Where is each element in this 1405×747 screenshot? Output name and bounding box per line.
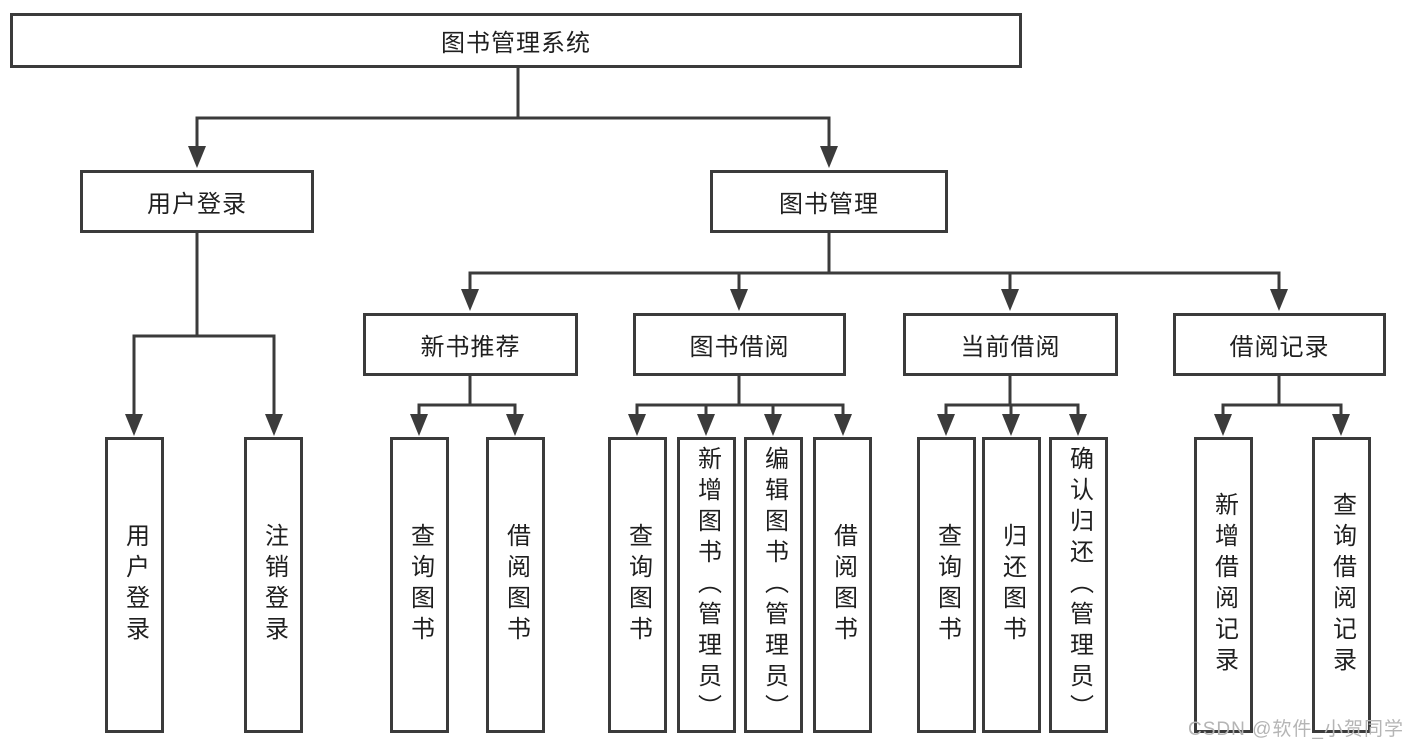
leaf-logout: 注销登录 (244, 437, 303, 733)
leaf-label: 查询图书 (933, 523, 961, 647)
leaf-add-book-admin: 新增图书（管理员） (677, 437, 736, 733)
node-library-management-system: 图书管理系统 (10, 13, 1022, 68)
leaf-label: 借阅图书 (502, 523, 530, 647)
leaf-query-books-borrowing: 查询图书 (608, 437, 667, 733)
leaf-label: 确认归还（管理员） (1065, 445, 1093, 725)
leaf-borrow-books-borrowing: 借阅图书 (813, 437, 872, 733)
node-label: 图书借阅 (689, 334, 790, 361)
node-book-borrowing: 图书借阅 (633, 313, 846, 376)
node-user-login: 用户登录 (80, 170, 314, 233)
leaf-label: 借阅图书 (829, 523, 857, 647)
leaf-label: 新增借阅记录 (1210, 492, 1238, 678)
leaf-label: 查询图书 (624, 523, 652, 647)
leaf-label: 查询图书 (406, 523, 434, 647)
leaf-query-books-current: 查询图书 (917, 437, 976, 733)
leaf-label: 注销登录 (260, 523, 288, 647)
node-current-borrowing: 当前借阅 (903, 313, 1118, 376)
leaf-add-borrow-record: 新增借阅记录 (1194, 437, 1253, 733)
node-label: 借阅记录 (1229, 334, 1330, 361)
node-label: 当前借阅 (960, 334, 1061, 361)
leaf-return-book: 归还图书 (982, 437, 1041, 733)
leaf-user-login: 用户登录 (105, 437, 164, 733)
node-borrowing-records: 借阅记录 (1173, 313, 1386, 376)
node-label: 新书推荐 (420, 334, 521, 361)
leaf-label: 归还图书 (998, 523, 1026, 647)
leaf-label: 用户登录 (121, 523, 149, 647)
leaf-label: 编辑图书（管理员） (760, 445, 788, 725)
leaf-query-borrow-record: 查询借阅记录 (1312, 437, 1371, 733)
node-book-management: 图书管理 (710, 170, 948, 233)
node-label: 图书管理系统 (441, 30, 591, 57)
node-label: 图书管理 (779, 191, 879, 218)
node-label: 用户登录 (147, 191, 247, 218)
leaf-label: 查询借阅记录 (1328, 492, 1356, 678)
leaf-borrow-books-recommend: 借阅图书 (486, 437, 545, 733)
leaf-edit-book-admin: 编辑图书（管理员） (744, 437, 803, 733)
leaf-query-books-recommend: 查询图书 (390, 437, 449, 733)
csdn-watermark: CSDN @软件_小贺同学 (1188, 719, 1404, 740)
node-new-book-recommend: 新书推荐 (363, 313, 578, 376)
leaf-confirm-return-admin: 确认归还（管理员） (1049, 437, 1108, 733)
leaf-label: 新增图书（管理员） (693, 445, 721, 725)
